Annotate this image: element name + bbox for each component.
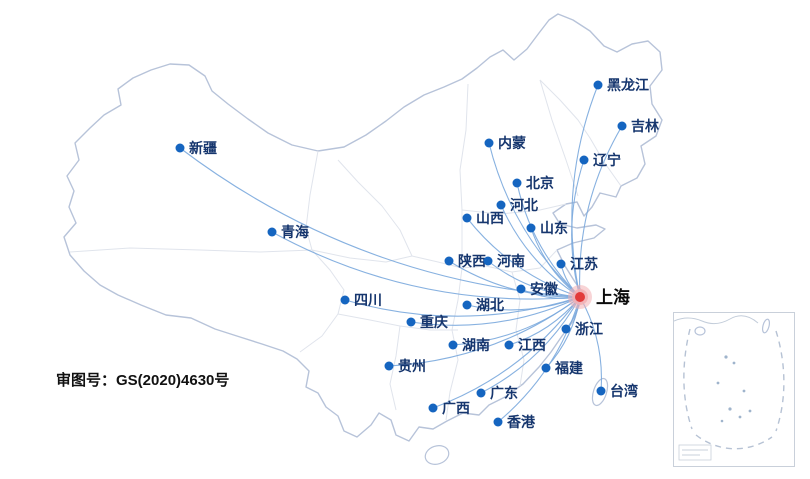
province-label: 内蒙 [498, 135, 526, 151]
province-label: 陕西 [458, 253, 486, 269]
province-dot[interactable] [267, 227, 277, 237]
hainan-island [424, 445, 450, 465]
inset-coastline [674, 315, 759, 325]
flight-line [271, 231, 581, 300]
province-label: 浙江 [575, 321, 603, 337]
province-label: 山东 [540, 220, 568, 236]
province-label: 福建 [554, 360, 583, 376]
flight-line [466, 217, 581, 298]
flight-line [500, 204, 581, 298]
province-dot[interactable] [516, 284, 526, 294]
province-label: 四川 [354, 292, 382, 308]
province-label: 黑龙江 [607, 77, 649, 93]
province-dot[interactable] [406, 317, 416, 327]
province-dot[interactable] [428, 403, 438, 413]
province-label: 香港 [506, 414, 536, 430]
flight-line [571, 159, 585, 298]
province-dot[interactable] [504, 340, 514, 350]
province-label: 湖北 [476, 297, 504, 313]
province-label: 青海 [281, 224, 309, 240]
province-label: 辽宁 [593, 152, 621, 168]
province-dot[interactable] [444, 256, 454, 266]
flight-line [516, 182, 581, 298]
flight-line [448, 260, 581, 298]
province-label: 吉林 [631, 118, 659, 134]
hub-label: 上海 [596, 287, 630, 307]
province-dot[interactable] [175, 143, 185, 153]
flight-line [480, 296, 581, 394]
province-dot[interactable] [596, 386, 606, 396]
province-borders [69, 79, 622, 421]
province-dot[interactable] [496, 200, 506, 210]
map-approval-number: 审图号：GS(2020)4630号 [56, 372, 230, 389]
inset-taiwan [761, 318, 771, 334]
nine-dash-line [683, 328, 785, 450]
province-label: 山西 [476, 210, 504, 226]
province-label: 安徽 [530, 281, 559, 297]
province-label: 贵州 [398, 358, 426, 374]
flight-line [388, 296, 581, 367]
flight-line [344, 296, 581, 317]
south-china-sea-inset [673, 312, 795, 467]
flight-line [579, 296, 602, 392]
province-dot[interactable] [579, 155, 589, 165]
province-label: 河南 [497, 253, 525, 269]
flight-line [488, 142, 581, 298]
flight-line [571, 84, 599, 298]
province-dot[interactable] [512, 178, 522, 188]
province-label: 广西 [442, 400, 470, 416]
province-label: 台湾 [610, 383, 638, 399]
china-outline [63, 13, 663, 442]
province-dot[interactable] [448, 340, 458, 350]
province-dot[interactable] [541, 363, 551, 373]
flight-line [579, 125, 623, 298]
province-dot[interactable] [556, 259, 566, 269]
province-label: 湖南 [462, 337, 490, 353]
flight-line [466, 296, 581, 311]
inset-islands [716, 355, 752, 423]
province-dot[interactable] [617, 121, 627, 131]
inset-hainan [694, 326, 706, 336]
province-dot[interactable] [526, 223, 536, 233]
province-dot[interactable] [593, 80, 603, 90]
province-dot[interactable] [493, 417, 503, 427]
province-dot[interactable] [340, 295, 350, 305]
province-dot[interactable] [384, 361, 394, 371]
province-label: 新疆 [189, 140, 217, 156]
province-dot[interactable] [484, 138, 494, 148]
province-label: 河北 [510, 197, 538, 213]
province-dot[interactable] [462, 300, 472, 310]
province-label: 北京 [526, 175, 554, 191]
province-label: 江西 [518, 337, 546, 353]
province-dot[interactable] [462, 213, 472, 223]
inset-scale-box [678, 444, 712, 461]
province-dot[interactable] [561, 324, 571, 334]
province-label: 江苏 [570, 256, 598, 272]
flight-line [432, 296, 581, 409]
hub-dot-shanghai[interactable] [575, 292, 585, 302]
province-label: 广东 [490, 385, 518, 401]
province-label: 重庆 [420, 314, 448, 330]
province-dot[interactable] [476, 388, 486, 398]
province-dot[interactable] [483, 256, 493, 266]
flight-line [410, 296, 581, 326]
